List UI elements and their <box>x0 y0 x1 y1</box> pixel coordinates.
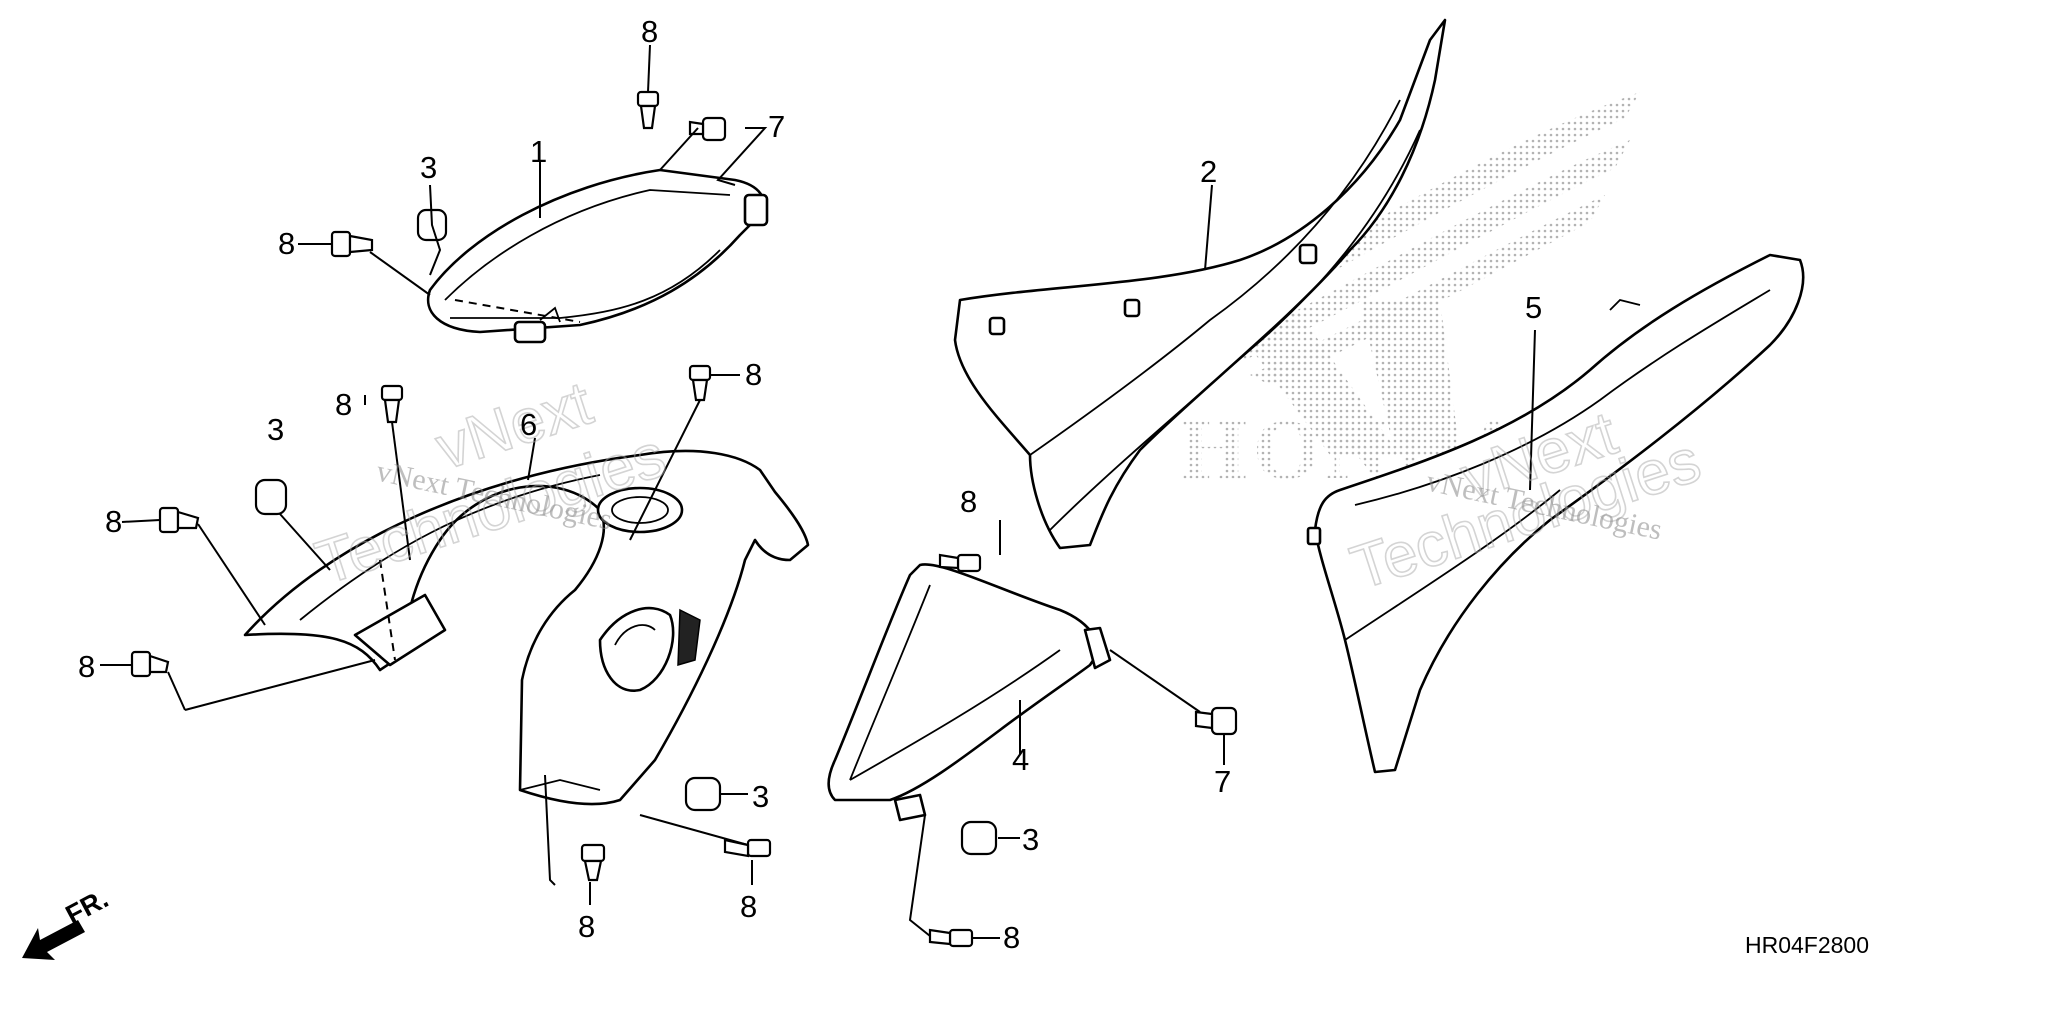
callout-8-bottom-mid[interactable]: 8 <box>740 889 757 924</box>
clip-8-center-upper[interactable] <box>938 553 982 573</box>
clip-8-tank-top-right[interactable] <box>688 364 712 402</box>
bolt-7-center[interactable] <box>1194 706 1238 736</box>
callout-8-center-upper[interactable]: 8 <box>960 484 977 519</box>
clip-8-bottom-right[interactable] <box>928 928 974 948</box>
callout-3-left[interactable]: 3 <box>267 412 284 447</box>
callout-5[interactable]: 5 <box>1525 290 1542 325</box>
callout-labels: 1 2 3 3 3 3 4 5 6 7 7 8 8 8 8 8 8 8 8 8 … <box>78 14 1542 955</box>
grommet-3-left[interactable] <box>254 478 288 516</box>
clip-8-left-mid[interactable] <box>158 506 200 534</box>
callout-8-bottom-right[interactable]: 8 <box>1003 920 1020 955</box>
callout-8-tank-top-right[interactable]: 8 <box>745 357 762 392</box>
clip-8-left-low[interactable] <box>130 650 170 678</box>
callout-8-bottom-left[interactable]: 8 <box>578 909 595 944</box>
part-4-knee-cover[interactable] <box>827 563 1112 822</box>
callout-8-left-low[interactable]: 8 <box>78 649 95 684</box>
clip-8-left-upper[interactable] <box>330 230 374 258</box>
callout-2[interactable]: 2 <box>1200 154 1217 189</box>
callout-3-top[interactable]: 3 <box>420 150 437 185</box>
bolt-7-top[interactable] <box>688 116 727 142</box>
grommet-3-bottom-right[interactable] <box>960 820 998 856</box>
clip-8-bottom-left[interactable] <box>580 843 606 882</box>
callout-6[interactable]: 6 <box>520 407 537 442</box>
clip-8-top[interactable] <box>636 90 660 130</box>
clip-8-tank-top-left[interactable] <box>380 384 404 424</box>
front-direction-indicator: FR. <box>22 883 113 960</box>
part-2-side-panel[interactable] <box>953 18 1447 550</box>
callout-3-bottom-right[interactable]: 3 <box>1022 822 1039 857</box>
callout-3-bottom-left[interactable]: 3 <box>752 779 769 814</box>
callout-4[interactable]: 4 <box>1012 742 1029 777</box>
front-label: FR. <box>61 883 113 930</box>
callout-7-top[interactable]: 7 <box>768 109 785 144</box>
part-6-tank-cover[interactable] <box>243 449 810 806</box>
callout-8-tank-top-left[interactable]: 8 <box>335 387 352 422</box>
callout-1[interactable]: 1 <box>530 134 547 169</box>
grommet-3-bottom-left[interactable] <box>684 776 722 812</box>
part-5-side-cover[interactable] <box>1306 253 1805 774</box>
part-1-front-cover[interactable] <box>426 168 769 344</box>
diagram-code: HR04F2800 <box>1745 932 1869 958</box>
front-arrow-icon <box>22 920 85 960</box>
fasteners <box>130 90 1238 948</box>
callout-8-top[interactable]: 8 <box>641 14 658 49</box>
callout-8-left-mid[interactable]: 8 <box>105 504 122 539</box>
leader-lines <box>100 44 1536 939</box>
callout-7-center[interactable]: 7 <box>1214 764 1231 799</box>
callout-8-left-upper[interactable]: 8 <box>278 226 295 261</box>
clip-8-bottom-mid[interactable] <box>723 838 772 858</box>
